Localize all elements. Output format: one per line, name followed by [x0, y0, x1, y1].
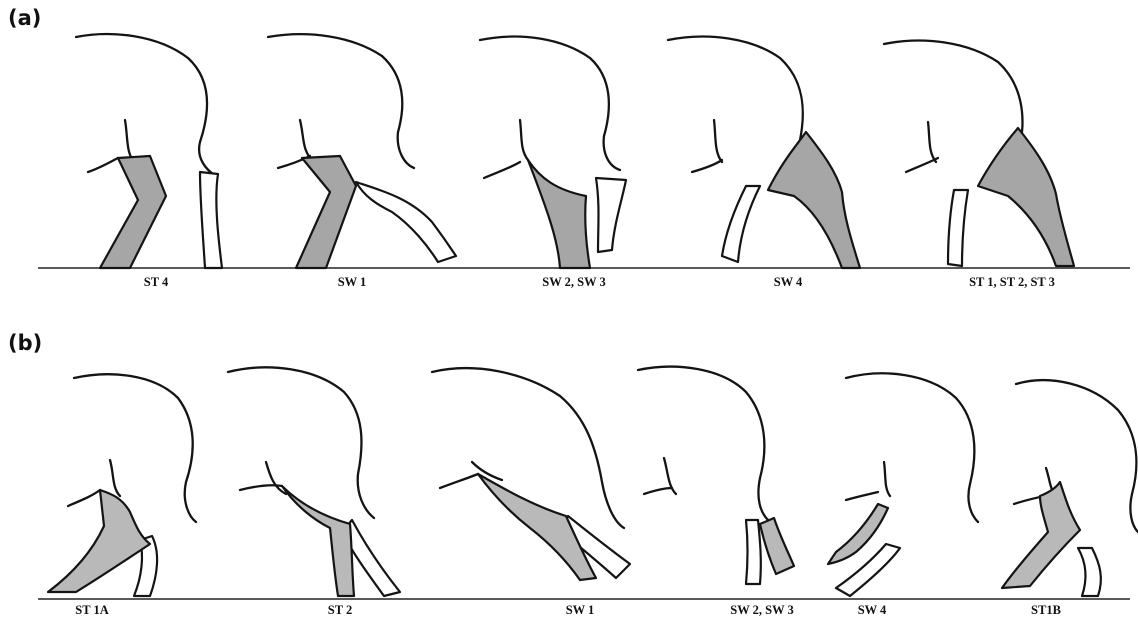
- flank-outline: [240, 485, 282, 490]
- moving-limb: [528, 160, 590, 268]
- body-outline: [228, 367, 374, 518]
- panel-a-frame-1: ST 4: [76, 34, 222, 289]
- panel-b-frame-5: SW 4: [828, 373, 978, 617]
- moving-limb: [282, 486, 354, 596]
- hind-leg: [746, 520, 761, 584]
- flank-outline: [906, 158, 938, 172]
- moving-limb: [978, 128, 1074, 266]
- moving-limb: [768, 132, 860, 268]
- moving-limb: [48, 490, 150, 592]
- panel-b-frame-4: SW 2, SW 3: [638, 367, 794, 617]
- tail-outline: [300, 120, 312, 160]
- panel-b-frame-2: ST 2: [228, 367, 400, 617]
- frame-caption: SW 2, SW 3: [730, 603, 793, 617]
- hind-leg: [596, 178, 626, 252]
- frame-caption: ST 1, ST 2, ST 3: [969, 275, 1055, 289]
- panel-a-frame-2: SW 1: [268, 34, 456, 289]
- flank-outline: [846, 492, 878, 500]
- frame-caption: ST 2: [328, 603, 352, 617]
- frame-caption: SW 1: [338, 275, 367, 289]
- tail-outline: [928, 122, 936, 162]
- panel-a-frame-5: ST 1, ST 2, ST 3: [884, 41, 1074, 289]
- panel-b-label: (b): [8, 331, 42, 355]
- hind-leg: [356, 182, 456, 262]
- body-outline: [638, 367, 768, 520]
- body-outline: [1016, 380, 1138, 532]
- frame-caption: SW 2, SW 3: [542, 275, 605, 289]
- body-outline: [846, 373, 978, 522]
- body-outline: [76, 34, 216, 176]
- body-outline: [268, 34, 414, 168]
- frame-caption: ST1B: [1031, 603, 1061, 617]
- frame-caption: ST 4: [144, 275, 169, 289]
- panel-a-frame-3: SW 2, SW 3: [480, 37, 626, 289]
- tail-outline: [472, 462, 502, 480]
- tail-outline: [110, 460, 120, 496]
- hind-leg: [200, 172, 222, 268]
- moving-limb: [1002, 482, 1080, 588]
- moving-limb: [296, 156, 356, 268]
- flank-outline: [440, 474, 478, 488]
- panel-a: (a) ST 4 SW 1 SW 2, SW 3: [8, 6, 1130, 289]
- frame-caption: SW 4: [858, 603, 887, 617]
- flank-outline: [88, 158, 118, 172]
- hind-leg: [722, 186, 760, 262]
- flank-outline: [692, 160, 722, 172]
- moving-limb: [100, 156, 166, 268]
- hind-leg: [948, 190, 968, 266]
- flank-outline: [644, 488, 672, 494]
- panel-b: (b) ST 1A ST 2 SW 1: [8, 331, 1138, 617]
- moving-limb: [760, 518, 794, 574]
- flank-outline: [68, 490, 100, 506]
- body-outline: [480, 37, 620, 170]
- body-outline: [74, 374, 196, 522]
- panel-b-frame-6: ST1B: [1002, 380, 1138, 617]
- panel-a-frame-4: SW 4: [668, 37, 860, 289]
- frame-caption: SW 1: [566, 603, 595, 617]
- frame-caption: ST 1A: [75, 603, 108, 617]
- hind-leg: [1078, 548, 1101, 596]
- flank-outline: [484, 162, 520, 178]
- panel-a-label: (a): [8, 6, 41, 30]
- tail-outline: [125, 120, 134, 162]
- tail-outline: [884, 462, 890, 496]
- tail-outline: [520, 120, 528, 160]
- panel-b-frame-1: ST 1A: [48, 374, 196, 617]
- frame-caption: SW 4: [774, 275, 803, 289]
- panel-b-frame-3: SW 1: [432, 368, 630, 617]
- tail-outline: [714, 120, 722, 162]
